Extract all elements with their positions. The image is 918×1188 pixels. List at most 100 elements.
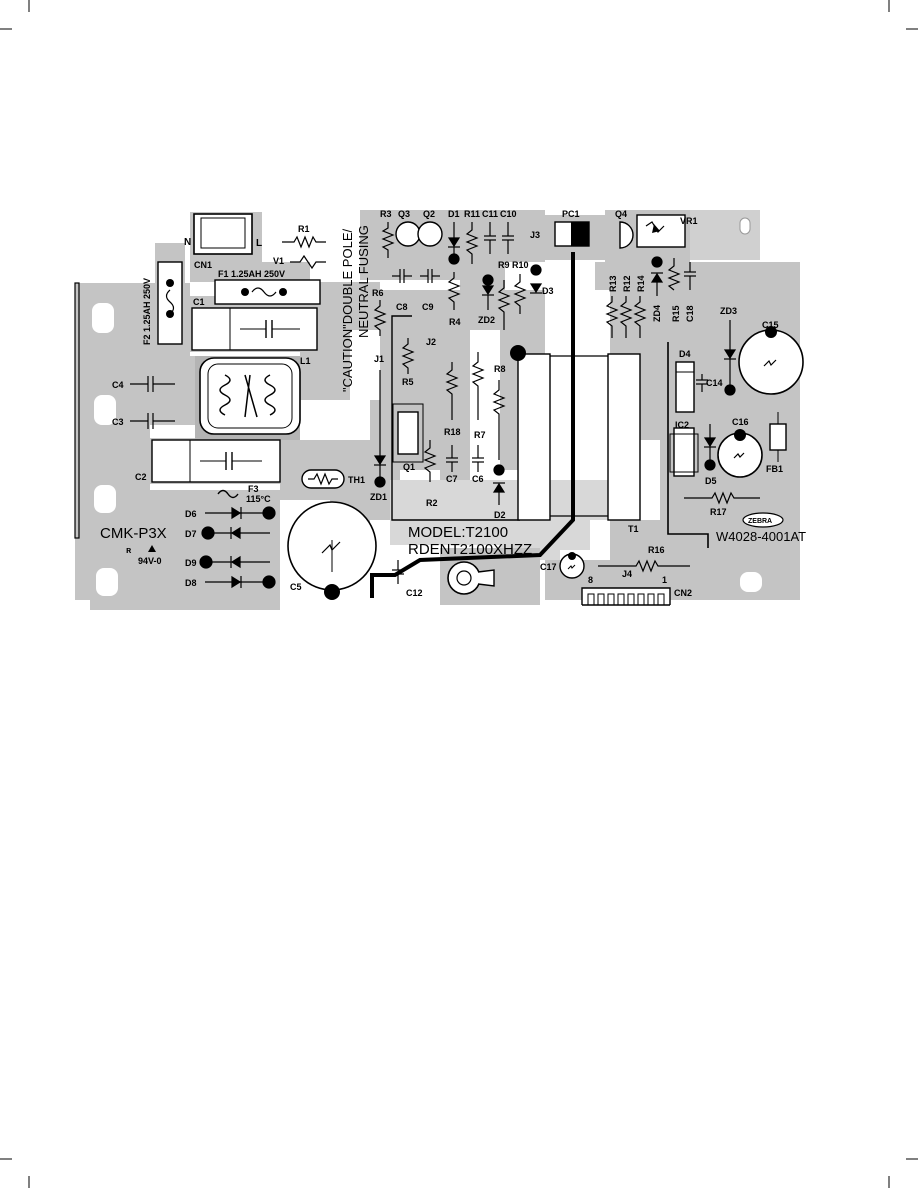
label-c3: C3 — [112, 417, 124, 427]
label-c15: C15 — [762, 320, 779, 330]
label-q2: Q2 — [423, 209, 435, 219]
ic2 — [669, 427, 699, 477]
label-cn2: CN2 — [674, 588, 692, 598]
resistor-r11 — [465, 222, 479, 264]
label-zd3: ZD3 — [720, 306, 737, 316]
label-r3: R3 — [380, 209, 392, 219]
resistor-bank-r12-r15 — [605, 258, 681, 338]
label-r5: R5 — [402, 377, 414, 387]
label-d3: D3 — [542, 286, 554, 296]
resistor-r10 — [497, 274, 527, 330]
diode-d3 — [529, 264, 543, 294]
label-c2: C2 — [135, 472, 147, 482]
resistor-r17 — [684, 491, 760, 505]
jumper-outline — [391, 315, 520, 521]
label-c16: C16 — [732, 417, 749, 427]
label-d2: D2 — [494, 510, 506, 520]
diode-d4 — [675, 361, 695, 413]
label-c18: C18 — [685, 305, 695, 322]
label-c8: C8 — [396, 302, 408, 312]
transistor-q2 — [417, 221, 443, 247]
label-fb1: FB1 — [766, 464, 783, 474]
diode-d5 — [703, 424, 717, 471]
label-c11: C11 — [482, 209, 498, 219]
label-t1: T1 — [628, 524, 639, 534]
capacitor-c18 — [684, 262, 696, 290]
label-ic2: IC2 — [675, 420, 689, 430]
capacitor-c10 — [502, 222, 514, 254]
connector-cn2: 8 1 J4 — [581, 569, 671, 606]
capacitor-c9 — [420, 269, 440, 283]
label-r2: R2 — [426, 498, 438, 508]
label-r12: R12 — [622, 275, 632, 292]
model-line: MODEL:T2100 — [408, 524, 508, 541]
label-th1: TH1 — [348, 475, 365, 485]
resistor-r2 — [423, 440, 437, 482]
label-q3: Q3 — [398, 209, 410, 219]
zener-zd4 — [650, 256, 664, 296]
label-j2: J2 — [426, 337, 436, 347]
label-c4: C4 — [112, 380, 124, 390]
thermistor-th1 — [301, 469, 345, 489]
capacitor-c1 — [191, 307, 318, 351]
label-r14: R14 — [636, 275, 646, 292]
isolation-trace — [370, 252, 575, 598]
zebra-logo: ZEBRA — [742, 512, 784, 528]
resistor-r3 — [381, 222, 395, 258]
transistor-q4 — [619, 221, 634, 249]
transistor-q3 — [395, 221, 421, 247]
zener-zd1 — [373, 370, 387, 488]
label-r16: R16 — [648, 545, 665, 555]
resistor-r1 — [282, 235, 326, 270]
capacitor-c17 — [559, 552, 585, 579]
cn1-pin-l: L — [256, 238, 262, 249]
label-c12: C12 — [406, 588, 423, 598]
fuse-f3-name: F3 — [248, 484, 259, 494]
resistor-r7 — [471, 352, 485, 420]
label-cn1: CN1 — [194, 260, 212, 270]
board-code: W4028-4001AT — [716, 529, 806, 544]
diode-d1 — [447, 222, 461, 265]
label-q4: Q4 — [615, 209, 627, 219]
label-j1: J1 — [374, 354, 384, 364]
transformer-t1 — [510, 345, 641, 521]
label-r13: R13 — [608, 275, 618, 292]
caution-line2: NEUTRAL FUSING — [356, 225, 371, 338]
label-c7: C7 — [446, 474, 458, 484]
resistor-r8 — [445, 362, 459, 420]
warning-triangle-icon — [148, 545, 156, 552]
label-zd2: ZD2 — [478, 315, 495, 325]
label-v1: V1 — [273, 256, 284, 266]
zener-zd2 — [481, 274, 495, 310]
label-j3: J3 — [530, 230, 540, 240]
thermal-fuse-f3 — [217, 489, 239, 499]
label-pc1: PC1 — [562, 209, 580, 219]
optocoupler-pc1 — [554, 221, 590, 247]
label-l1: L1 — [300, 356, 311, 366]
label-q1: Q1 — [403, 462, 415, 472]
flame-rating: 94V-0 — [138, 556, 162, 566]
zener-zd3 — [723, 320, 737, 396]
resistor-r8b — [492, 380, 506, 460]
resistor-r5 — [401, 338, 415, 374]
diode-d2 — [492, 464, 506, 505]
fuse-f1 — [214, 279, 321, 305]
label-r18: R18 — [444, 427, 461, 437]
label-r17: R17 — [710, 507, 727, 517]
label-d6: D6 — [185, 509, 197, 519]
capacitor-c3 — [130, 413, 175, 429]
cn2-pin1: 1 — [662, 575, 667, 585]
caution-line1: "CAUTION"DOUBLE POLE/ — [340, 229, 355, 392]
capacitor-c6 — [472, 445, 484, 472]
capacitor-c2 — [151, 439, 281, 483]
label-d8: D8 — [185, 578, 197, 588]
fuse-f2-label: F2 1.25AH 250V — [142, 278, 152, 345]
maker-logo-text: ZEBRA — [748, 518, 772, 525]
label-c14: C14 — [706, 378, 723, 388]
label-d1: D1 — [448, 209, 460, 219]
capacitor-c15 — [738, 326, 804, 395]
label-r11: R11 — [464, 209, 480, 219]
part-line: RDENT2100XHZZ — [408, 541, 532, 558]
fuse-f2 — [157, 261, 183, 345]
